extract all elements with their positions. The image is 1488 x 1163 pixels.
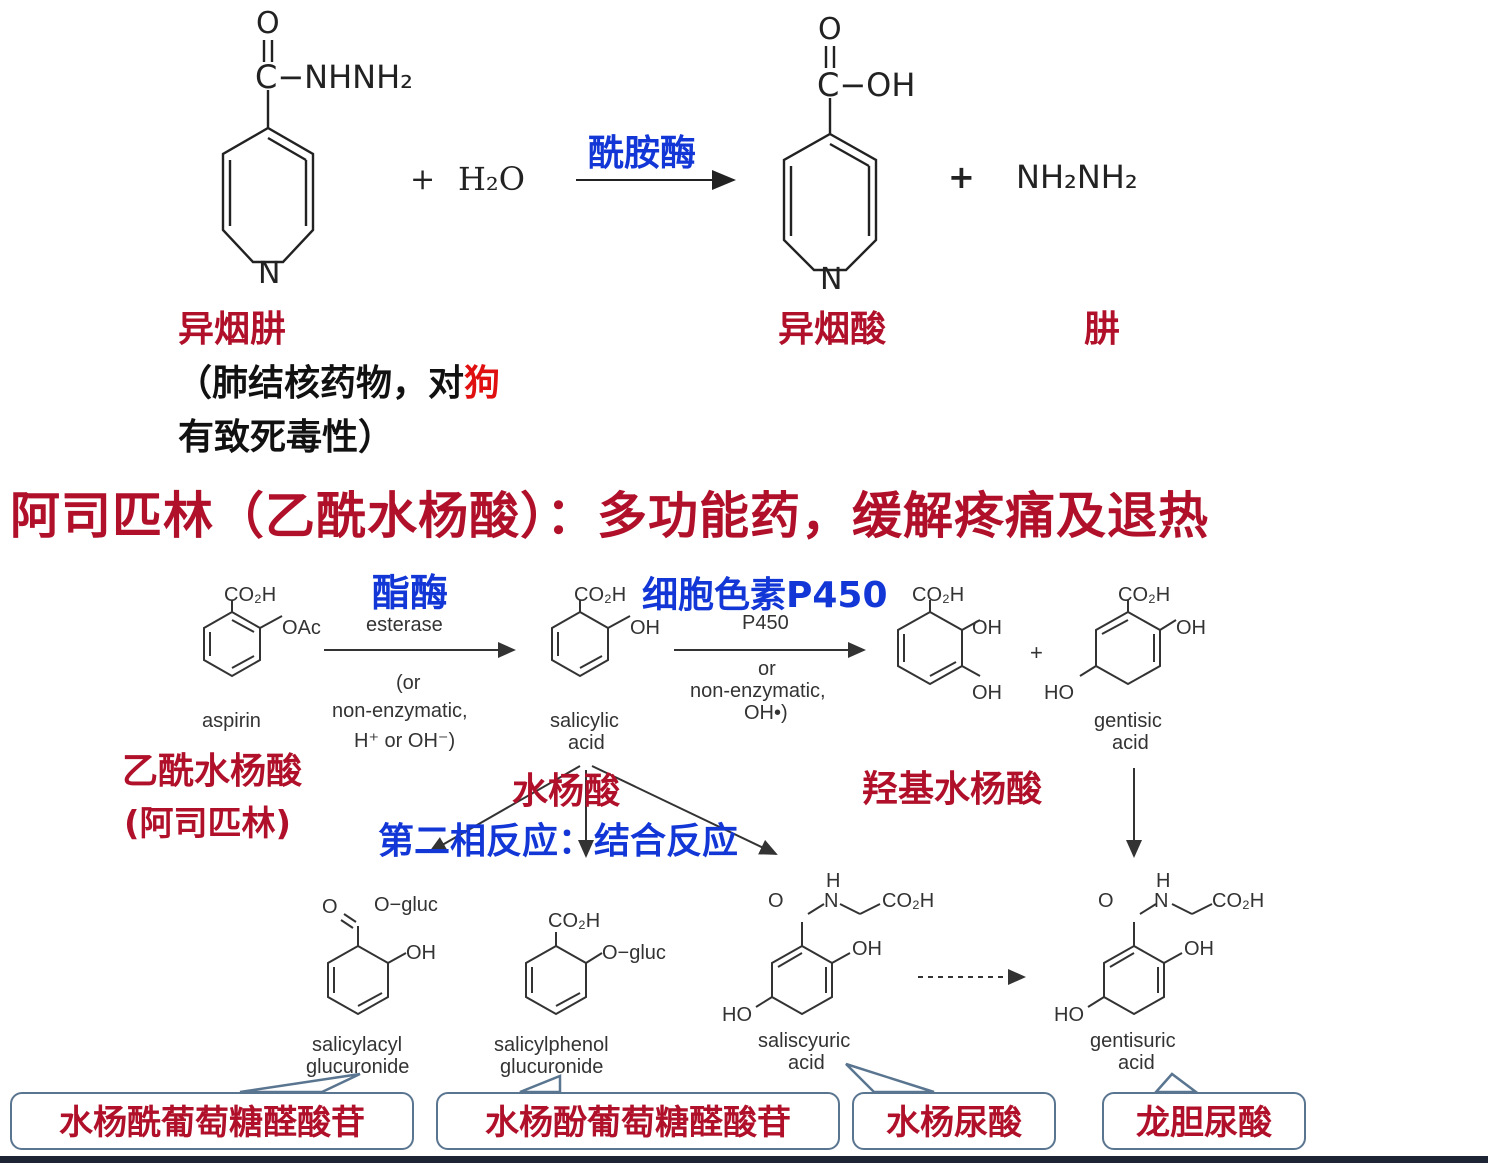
aspirin-title: 阿司匹林（乙酰水杨酸）：多功能药，缓解疼痛及退热 xyxy=(10,487,1209,545)
gentisic-name-2: acid xyxy=(1112,732,1149,754)
branch-arrow-left xyxy=(428,765,581,853)
dihydroxy-oh-1: OH xyxy=(972,617,1002,639)
esterase-alt-2: non-enzymatic, xyxy=(332,700,468,722)
salicylacyl-ring xyxy=(327,913,407,1016)
enzyme-amidase-label: 酰胺酶 xyxy=(588,133,697,174)
salicylic-name-1: salicylic xyxy=(550,710,619,732)
saliscyuric-h: H xyxy=(826,870,841,892)
gentisuric-n: N xyxy=(1154,890,1169,912)
callout-gentisuric-acid: 龙胆尿酸 xyxy=(1102,1092,1306,1150)
esterase-alt-3: H⁺ or OH⁻) xyxy=(354,730,456,752)
gentisuric-oh: OH xyxy=(1184,938,1214,960)
isoniazid-note-line2: 有致死毒性） xyxy=(178,417,395,458)
note-text-a: （肺结核药物，对 xyxy=(176,363,465,404)
esterase-label: esterase xyxy=(366,614,443,636)
branch-arrow-right xyxy=(591,765,778,855)
dihydroxy-ring xyxy=(897,600,981,686)
label-isonicotinic-acid: 异烟酸 xyxy=(778,309,887,350)
zh-salicylic: 水杨酸 xyxy=(512,771,621,812)
isoniazid-ring-n: N xyxy=(258,256,281,291)
zh-phase2-label: 第二相反应：结合反应 xyxy=(378,821,739,862)
gentisuric-name-1: gentisuric xyxy=(1090,1030,1176,1052)
gentisuric-h: H xyxy=(1156,870,1171,892)
callout-pointer-3 xyxy=(845,1062,935,1094)
hydrazine-formula: NH₂NH₂ xyxy=(1016,158,1138,196)
aspirin-ring xyxy=(203,600,283,678)
callout-pointer-4 xyxy=(1153,1072,1200,1094)
saliscyuric-name-2: acid xyxy=(788,1052,825,1074)
salicylacyl-name-2: glucuronide xyxy=(306,1056,410,1078)
p450-label: P450 xyxy=(742,612,789,634)
p450-alt-2: non-enzymatic, xyxy=(690,680,826,702)
salicylphenol-o-gluc: O−gluc xyxy=(602,942,666,964)
zh-hydroxy-salicylic: 羟基水杨酸 xyxy=(862,769,1043,810)
note-text-dog: 狗 xyxy=(464,363,501,404)
pathway-plus: + xyxy=(1030,640,1043,665)
acid-carboxyl-group: C−OH xyxy=(817,66,916,104)
gentisuric-ring xyxy=(1087,903,1213,1016)
salicylphenol-name-1: salicylphenol xyxy=(494,1034,609,1056)
plus-sign-2: + xyxy=(948,158,975,196)
salicylacyl-oh: OH xyxy=(406,942,436,964)
salicylacyl-o-gluc: O−gluc xyxy=(374,894,438,916)
salicylphenol-name-2: glucuronide xyxy=(500,1056,604,1078)
p450-alt-3: OH•) xyxy=(744,702,788,724)
zh-aspirin-2: (阿司匹林) xyxy=(124,804,292,844)
gentisuric-o: O xyxy=(1098,890,1114,912)
gentisic-oh: OH xyxy=(1176,617,1206,639)
salicylic-co2h: CO₂H xyxy=(574,584,627,606)
isoniazid-o-atom: O xyxy=(256,6,280,41)
gentisic-ho: HO xyxy=(1044,682,1074,704)
gentisic-name-1: gentisic xyxy=(1094,710,1162,732)
p450-zh-label: 细胞色素P450 xyxy=(642,575,888,616)
dihydroxy-oh-2: OH xyxy=(972,682,1002,704)
label-hydrazine: 肼 xyxy=(1084,309,1121,350)
saliscyuric-o: O xyxy=(768,890,784,912)
gentisic-ring xyxy=(1079,600,1177,686)
esterase-zh-label: 酯酶 xyxy=(372,571,449,615)
callout-salicyluric-acid: 水杨尿酸 xyxy=(852,1092,1056,1150)
saliscyuric-oh: OH xyxy=(852,938,882,960)
gentisuric-name-2: acid xyxy=(1118,1052,1155,1074)
salicylic-name-2: acid xyxy=(568,732,605,754)
gentisuric-ho: HO xyxy=(1054,1004,1084,1026)
acid-ring-n: N xyxy=(820,262,843,297)
isoniazid-hydrazide-group: C−NHNH₂ xyxy=(255,58,413,96)
water-formula: H₂O xyxy=(458,160,525,198)
salicylphenol-ring xyxy=(525,932,603,1016)
zh-aspirin-1: 乙酰水杨酸 xyxy=(122,751,303,792)
acid-o-atom: O xyxy=(818,12,842,47)
aspirin-co2h: CO₂H xyxy=(224,584,277,606)
p450-alt-1: or xyxy=(758,658,776,680)
saliscyuric-ho: HO xyxy=(722,1004,752,1026)
saliscyuric-ring xyxy=(755,903,881,1016)
isoniazid-note-line1: （肺结核药物，对狗 xyxy=(176,354,500,406)
esterase-alt-1: (or xyxy=(396,672,421,694)
salicylic-ring xyxy=(551,600,631,678)
callout-salicylacyl-glucuronide: 水杨酰葡萄糖醛酸苷 xyxy=(10,1092,414,1150)
aspirin-name: aspirin xyxy=(202,710,261,732)
gentisuric-co2h: CO₂H xyxy=(1212,890,1265,912)
salicylacyl-o: O xyxy=(322,896,338,918)
saliscyuric-co2h: CO₂H xyxy=(882,890,935,912)
saliscyuric-n: N xyxy=(824,890,839,912)
bottom-bar xyxy=(0,1156,1488,1163)
dihydroxy-co2h: CO₂H xyxy=(912,584,965,606)
salicylacyl-name-1: salicylacyl xyxy=(312,1034,403,1056)
isonicotinic-structure xyxy=(782,46,878,272)
aspirin-oac: OAc xyxy=(282,617,321,639)
plus-sign-1: + xyxy=(410,162,436,197)
isoniazid-structure xyxy=(221,40,315,264)
gentisic-co2h: CO₂H xyxy=(1118,584,1171,606)
label-isoniazid: 异烟肼 xyxy=(178,309,287,350)
saliscyuric-name-1: saliscyuric xyxy=(758,1030,851,1052)
callout-salicylphenol-glucuronide: 水杨酚葡萄糖醛酸苷 xyxy=(436,1092,840,1150)
salicylic-oh: OH xyxy=(630,617,660,639)
salicylphenol-co2h: CO₂H xyxy=(548,910,601,932)
